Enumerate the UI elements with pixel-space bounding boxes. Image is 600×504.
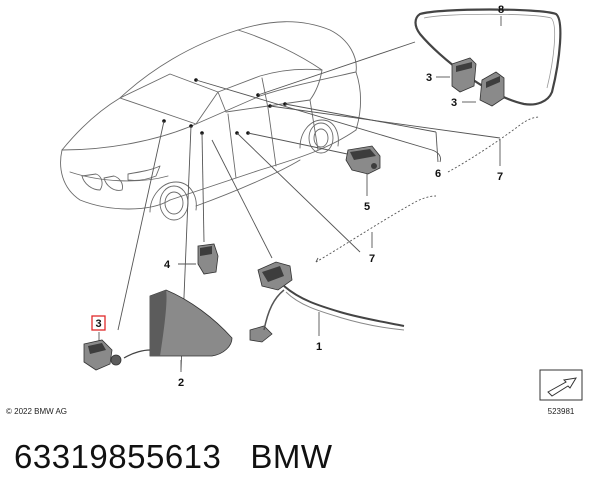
arrow-icon: [539, 369, 583, 401]
cover-panel-part: [123, 289, 233, 359]
callout-3-mid: 3: [451, 97, 457, 109]
callout-7-right: 7: [497, 171, 503, 183]
rear-view-mirror-part: [414, 8, 562, 106]
sensor-part-boxed: [83, 339, 122, 371]
wiring-harness-part: [249, 261, 405, 343]
camera-sensor-part: [451, 57, 505, 107]
connector-part: [197, 243, 219, 275]
leader-lines: [98, 16, 541, 372]
brand-name: BMW: [250, 438, 333, 475]
callout-2: 2: [178, 377, 184, 389]
highlight-box: [91, 315, 106, 331]
diagram-id: 523981: [548, 407, 575, 416]
callout-1: 1: [316, 341, 322, 353]
car-outline: [60, 21, 361, 221]
callout-3-boxed: 3: [95, 318, 101, 330]
callout-8: 8: [498, 4, 504, 16]
part-caption: 63319855613 BMW: [14, 438, 333, 476]
callout-5: 5: [364, 201, 370, 213]
callout-6: 6: [435, 168, 441, 180]
callout-3-top: 3: [426, 72, 432, 84]
callout-7-lower: 7: [369, 253, 375, 265]
sensor-module-part: [345, 145, 381, 175]
part-number: 63319855613: [14, 438, 222, 475]
callout-4: 4: [164, 259, 171, 271]
copyright-text: © 2022 BMW AG: [6, 407, 67, 416]
